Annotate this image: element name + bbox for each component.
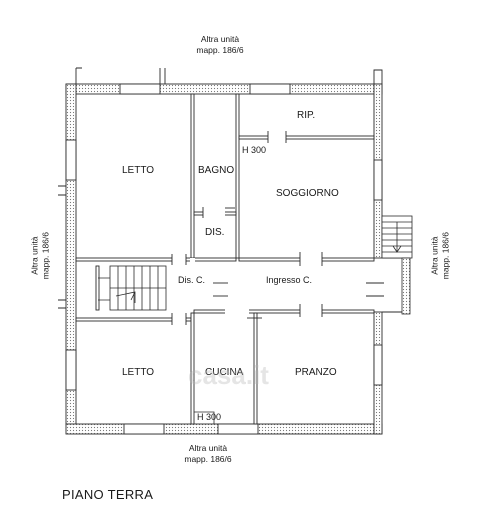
room-pranzo: PRANZO xyxy=(295,367,337,378)
room-dis-c: Dis. C. xyxy=(178,275,205,285)
room-letto-bottom: LETTO xyxy=(122,367,155,378)
adjacent-unit-bottom: Altra unità mapp. 186/6 xyxy=(184,443,232,464)
height-label-bottom: H 300 xyxy=(197,412,222,422)
doors xyxy=(171,131,384,325)
kitchen-counter xyxy=(194,411,215,424)
adjacent-unit-right: Altra unità mapp. 186/6 xyxy=(429,232,450,280)
room-cucina: CUCINA xyxy=(205,367,244,378)
adjacent-unit-left: Altra unità mapp. 186/6 xyxy=(29,232,50,280)
room-soggiorno: SOGGIORNO xyxy=(276,188,339,199)
interior-staircase xyxy=(98,265,167,311)
floor-title: PIANO TERRA xyxy=(62,487,154,502)
windows xyxy=(65,83,383,435)
room-bagno: BAGNO xyxy=(198,165,235,176)
room-dis: DIS. xyxy=(205,227,225,238)
watermark-logo: casa.it xyxy=(188,360,269,390)
adjacent-unit-top: Altra unità mapp. 186/6 xyxy=(196,34,244,55)
room-ingresso: Ingresso C. xyxy=(266,275,313,285)
room-rip: RIP. xyxy=(297,110,316,121)
exterior-staircase xyxy=(381,215,413,315)
room-letto-top: LETTO xyxy=(122,165,155,176)
height-label-top: H 300 xyxy=(242,145,267,155)
